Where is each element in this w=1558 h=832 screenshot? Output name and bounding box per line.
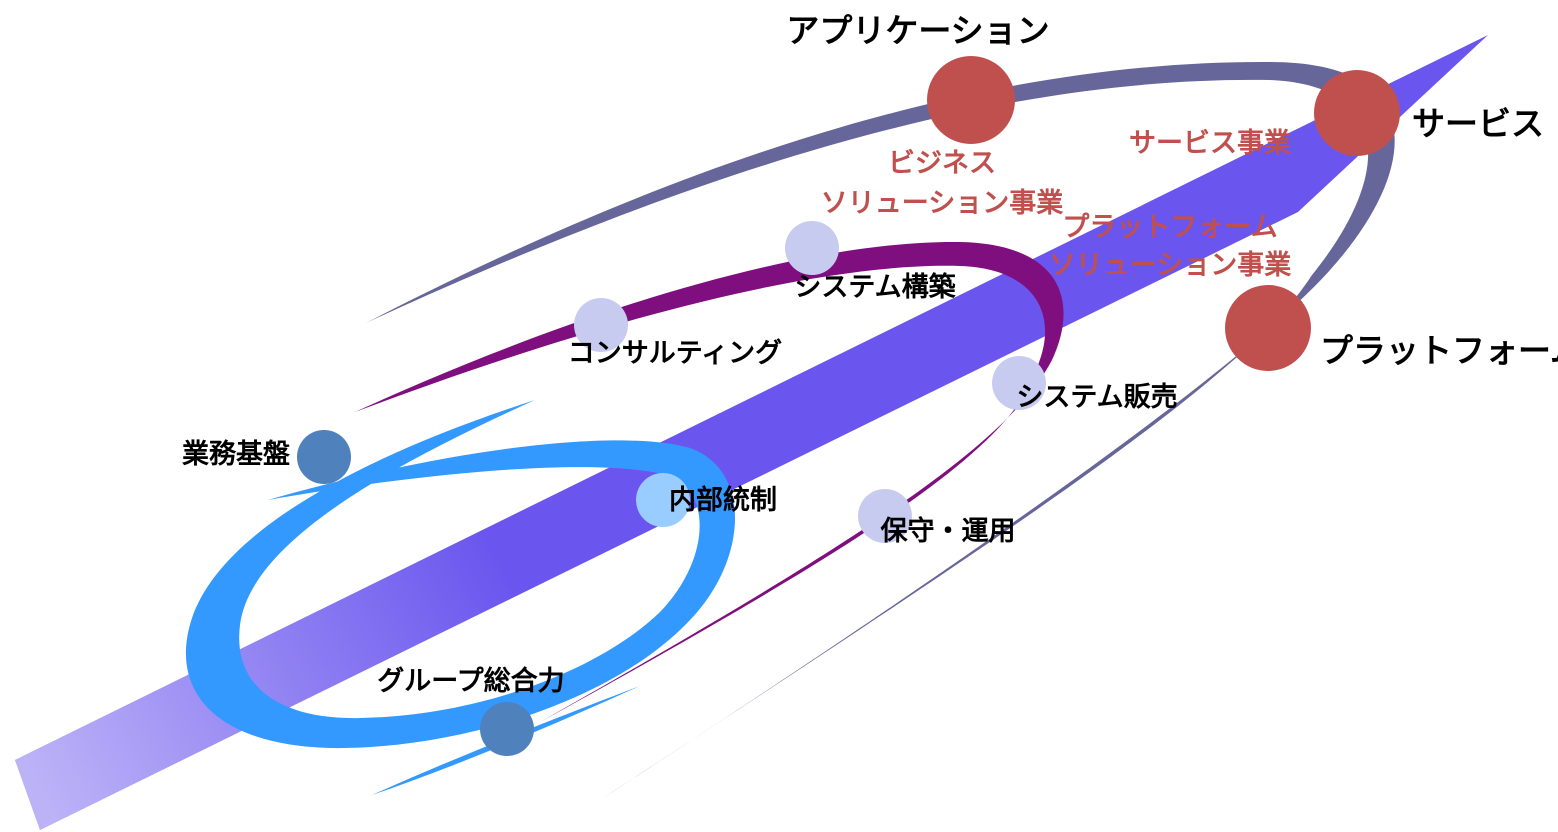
internal-control-node xyxy=(636,473,690,527)
maintenance-label: 保守・運用 xyxy=(880,515,1016,547)
service-business-label: サービス事業 xyxy=(1129,128,1291,159)
system-building-label: システム構築 xyxy=(794,271,956,303)
consulting-node xyxy=(574,298,628,352)
application-label: アプリケーション xyxy=(786,11,1049,50)
internal-control-label: 内部統制 xyxy=(669,484,777,516)
middle-swoosh xyxy=(355,241,1064,722)
business-solution-label-line1: ビジネス xyxy=(888,148,996,179)
platform-solution-label-line1: プラットフォーム xyxy=(1062,212,1277,243)
application-node xyxy=(927,56,1015,144)
consulting-label: コンサルティング xyxy=(568,337,782,369)
platform-label: プラットフォーム xyxy=(1320,331,1558,370)
service-node xyxy=(1314,70,1400,156)
business-base-node xyxy=(297,430,351,484)
platform-node xyxy=(1225,285,1311,371)
group-power-node xyxy=(480,702,534,756)
business-solution-label-line2: ソリューション事業 xyxy=(821,188,1063,219)
growth-arrow-fade xyxy=(15,35,1488,830)
inner-swoosh xyxy=(185,400,736,749)
system-sales-label: システム販売 xyxy=(1016,382,1177,413)
business-base-label: 業務基盤 xyxy=(182,439,291,470)
group-power-label: グループ総合力 xyxy=(377,665,564,697)
service-label: サービス xyxy=(1412,104,1544,143)
maintenance-node xyxy=(858,489,912,543)
system-sales-node xyxy=(992,356,1046,410)
platform-solution-label-line2: ソリューション事業 xyxy=(1049,250,1291,281)
system-building-node xyxy=(785,221,839,275)
